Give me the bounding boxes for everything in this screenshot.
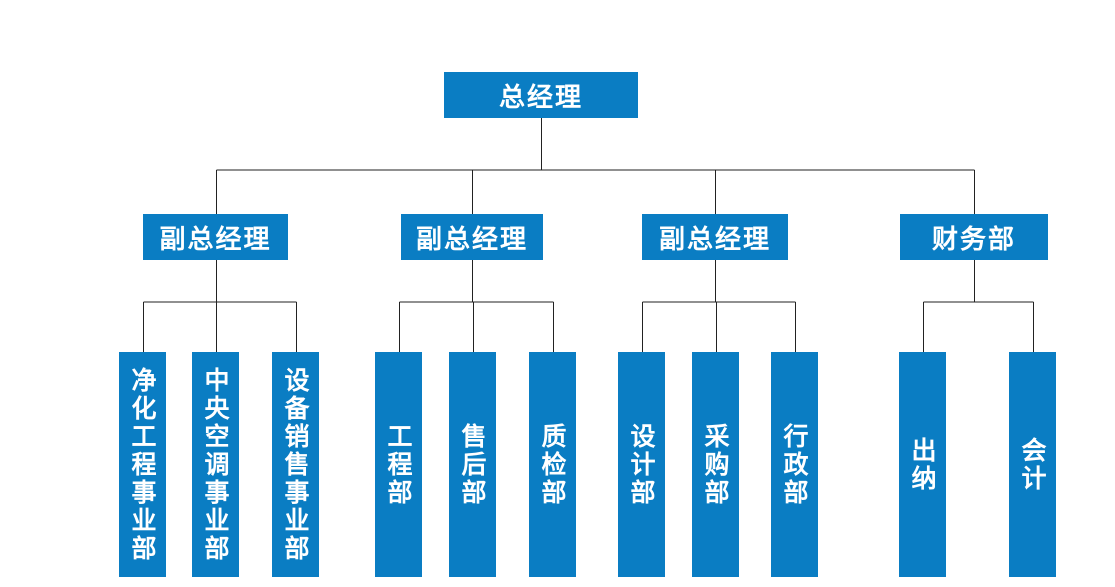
node-purification-engineering-division: 净化工程事业部 — [119, 352, 166, 577]
node-procurement-dept: 采购部 — [692, 352, 739, 577]
node-central-ac-division: 中央空调事业部 — [192, 352, 239, 577]
node-vice-manager-2: 副总经理 — [401, 214, 543, 260]
node-design-dept: 设计部 — [618, 352, 665, 577]
node-accountant: 会计 — [1009, 352, 1056, 577]
node-finance-dept: 财务部 — [900, 214, 1048, 260]
node-vice-manager-1: 副总经理 — [143, 214, 288, 260]
node-cashier: 出纳 — [899, 352, 946, 577]
node-vice-manager-3: 副总经理 — [642, 214, 788, 260]
node-administration-dept: 行政部 — [771, 352, 818, 577]
node-quality-inspection-dept: 质检部 — [529, 352, 576, 577]
node-equipment-sales-division: 设备销售事业部 — [272, 352, 319, 577]
node-engineering-dept: 工程部 — [375, 352, 422, 577]
node-general-manager: 总经理 — [444, 72, 638, 118]
node-after-sales-dept: 售后部 — [449, 352, 496, 577]
